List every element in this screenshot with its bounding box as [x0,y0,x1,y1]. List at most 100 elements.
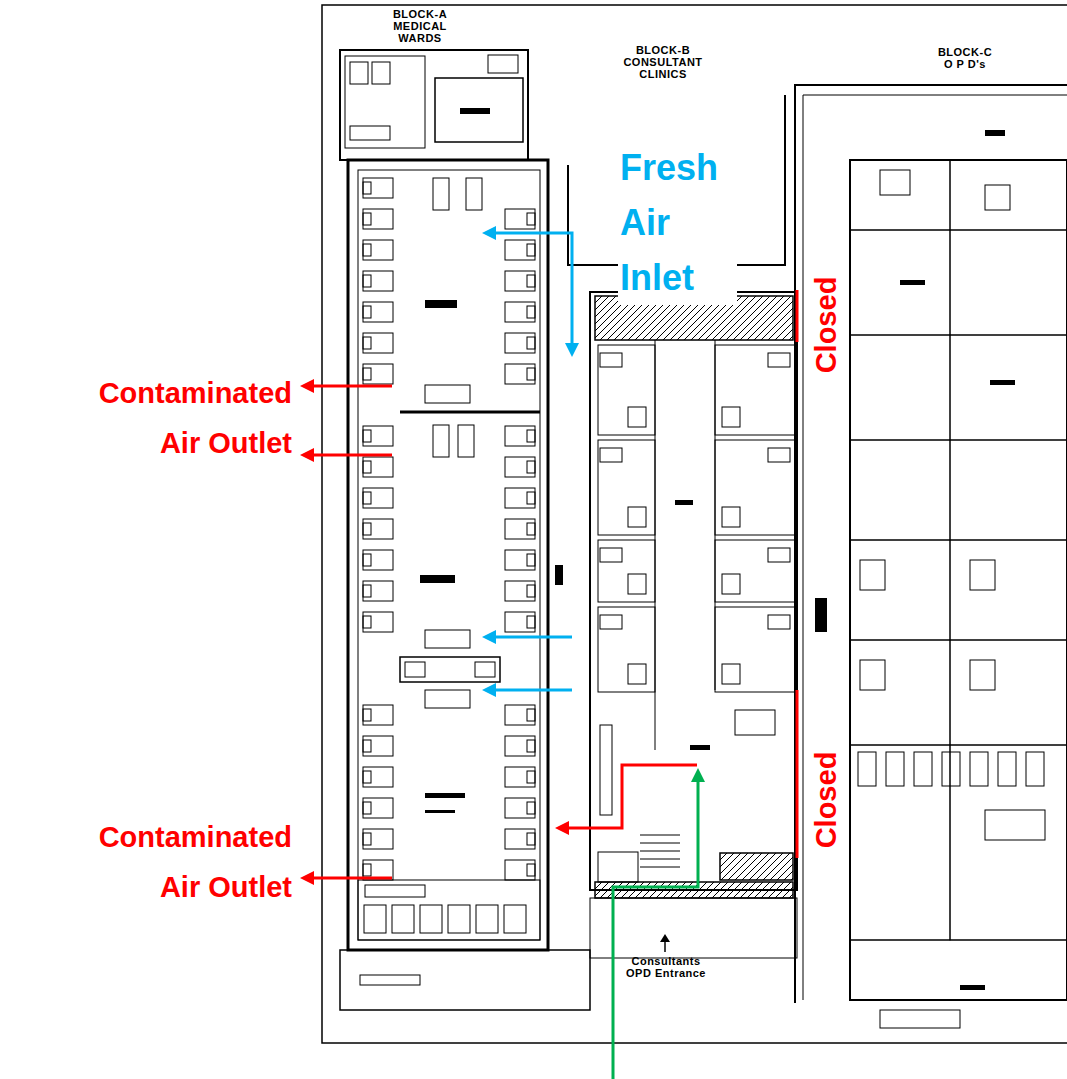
exhaust-arrow [312,454,392,457]
pillow [363,275,371,287]
closed-door-line [796,290,799,342]
hatch-line [595,296,616,340]
opd-room [950,160,1067,230]
basin-row [350,126,390,140]
hatch-line [663,882,679,898]
wc [420,905,442,933]
desk [985,185,1010,210]
hatch-line [740,296,784,340]
opd-room [850,540,950,640]
bed [505,581,535,601]
pillow [527,585,535,597]
pillow [363,182,371,194]
bed [363,488,393,508]
annex-outline [340,50,528,160]
annex-toilets [345,56,425,148]
hatch-line [642,882,658,898]
bed [363,457,393,477]
bed [505,488,535,508]
pillow [527,833,535,845]
block-title: BLOCK-C O P D's [936,46,994,70]
bed [363,240,393,260]
clinic-room [715,540,795,602]
bed [505,736,535,756]
clinic-room [598,440,655,535]
bed [433,425,449,457]
room-tag [425,793,465,798]
fresh-air-arrow [494,689,572,692]
outlet-label: Contaminated Air Outlet [88,812,292,912]
bed [466,178,482,210]
basin [970,660,995,690]
desk [475,662,495,677]
bed [505,457,535,477]
bed [363,581,393,601]
pillow [527,275,535,287]
bed [363,736,393,756]
opd-room [950,640,1067,745]
hatch-line [726,882,742,898]
bed [505,209,535,229]
hatch-line [735,853,762,880]
stair-step [640,843,680,844]
bed [433,178,449,210]
hatch-line [728,853,755,880]
hatch-line [761,882,777,898]
arrow-head [482,630,496,644]
wc [476,905,498,933]
bed [363,550,393,570]
pillow [527,430,535,442]
pillow [363,740,371,752]
outlet-label: Contaminated Air Outlet [88,368,292,468]
desk [722,664,740,684]
room-tag [985,130,1005,136]
bed [505,302,535,322]
nurse-station [400,657,500,682]
hatch-line [733,296,777,340]
bed [886,752,904,786]
desk [628,507,646,527]
clinic-room [715,345,795,435]
pillow [363,616,371,628]
clinic-room [598,540,655,602]
waiting-seats [735,710,775,735]
pillow [363,492,371,504]
pillow [527,213,535,225]
stair-step [640,835,680,836]
arrow-head [300,448,314,462]
hatch-line [698,882,714,898]
pillow [363,864,371,876]
entry-path-arrow [613,780,698,1079]
block-title: BLOCK-A MEDICAL WARDS [375,8,465,44]
desk [628,407,646,427]
bed [505,829,535,849]
desk [722,574,740,594]
ward-outer [348,160,548,950]
bed [363,333,393,353]
room-tag [900,280,925,285]
entrance-porch [590,898,797,958]
clinic-room [715,440,795,535]
bed [505,767,535,787]
room-tag [460,108,490,114]
exhaust-arrow [312,385,392,388]
basin [860,560,885,590]
basin [970,560,995,590]
fresh-air-arrow [494,233,572,345]
pillow [527,244,535,256]
arrow-head [482,683,496,697]
opd-room [950,540,1067,640]
pillow [363,523,371,535]
desk [628,664,646,684]
valve [488,55,518,73]
bed [858,752,876,786]
pillow [363,337,371,349]
opd-room [850,745,950,940]
room-tag [555,565,563,585]
hatch-line [740,882,756,898]
pillow [527,709,535,721]
bed [505,271,535,291]
pillow [363,213,371,225]
hatch-line [754,882,770,898]
